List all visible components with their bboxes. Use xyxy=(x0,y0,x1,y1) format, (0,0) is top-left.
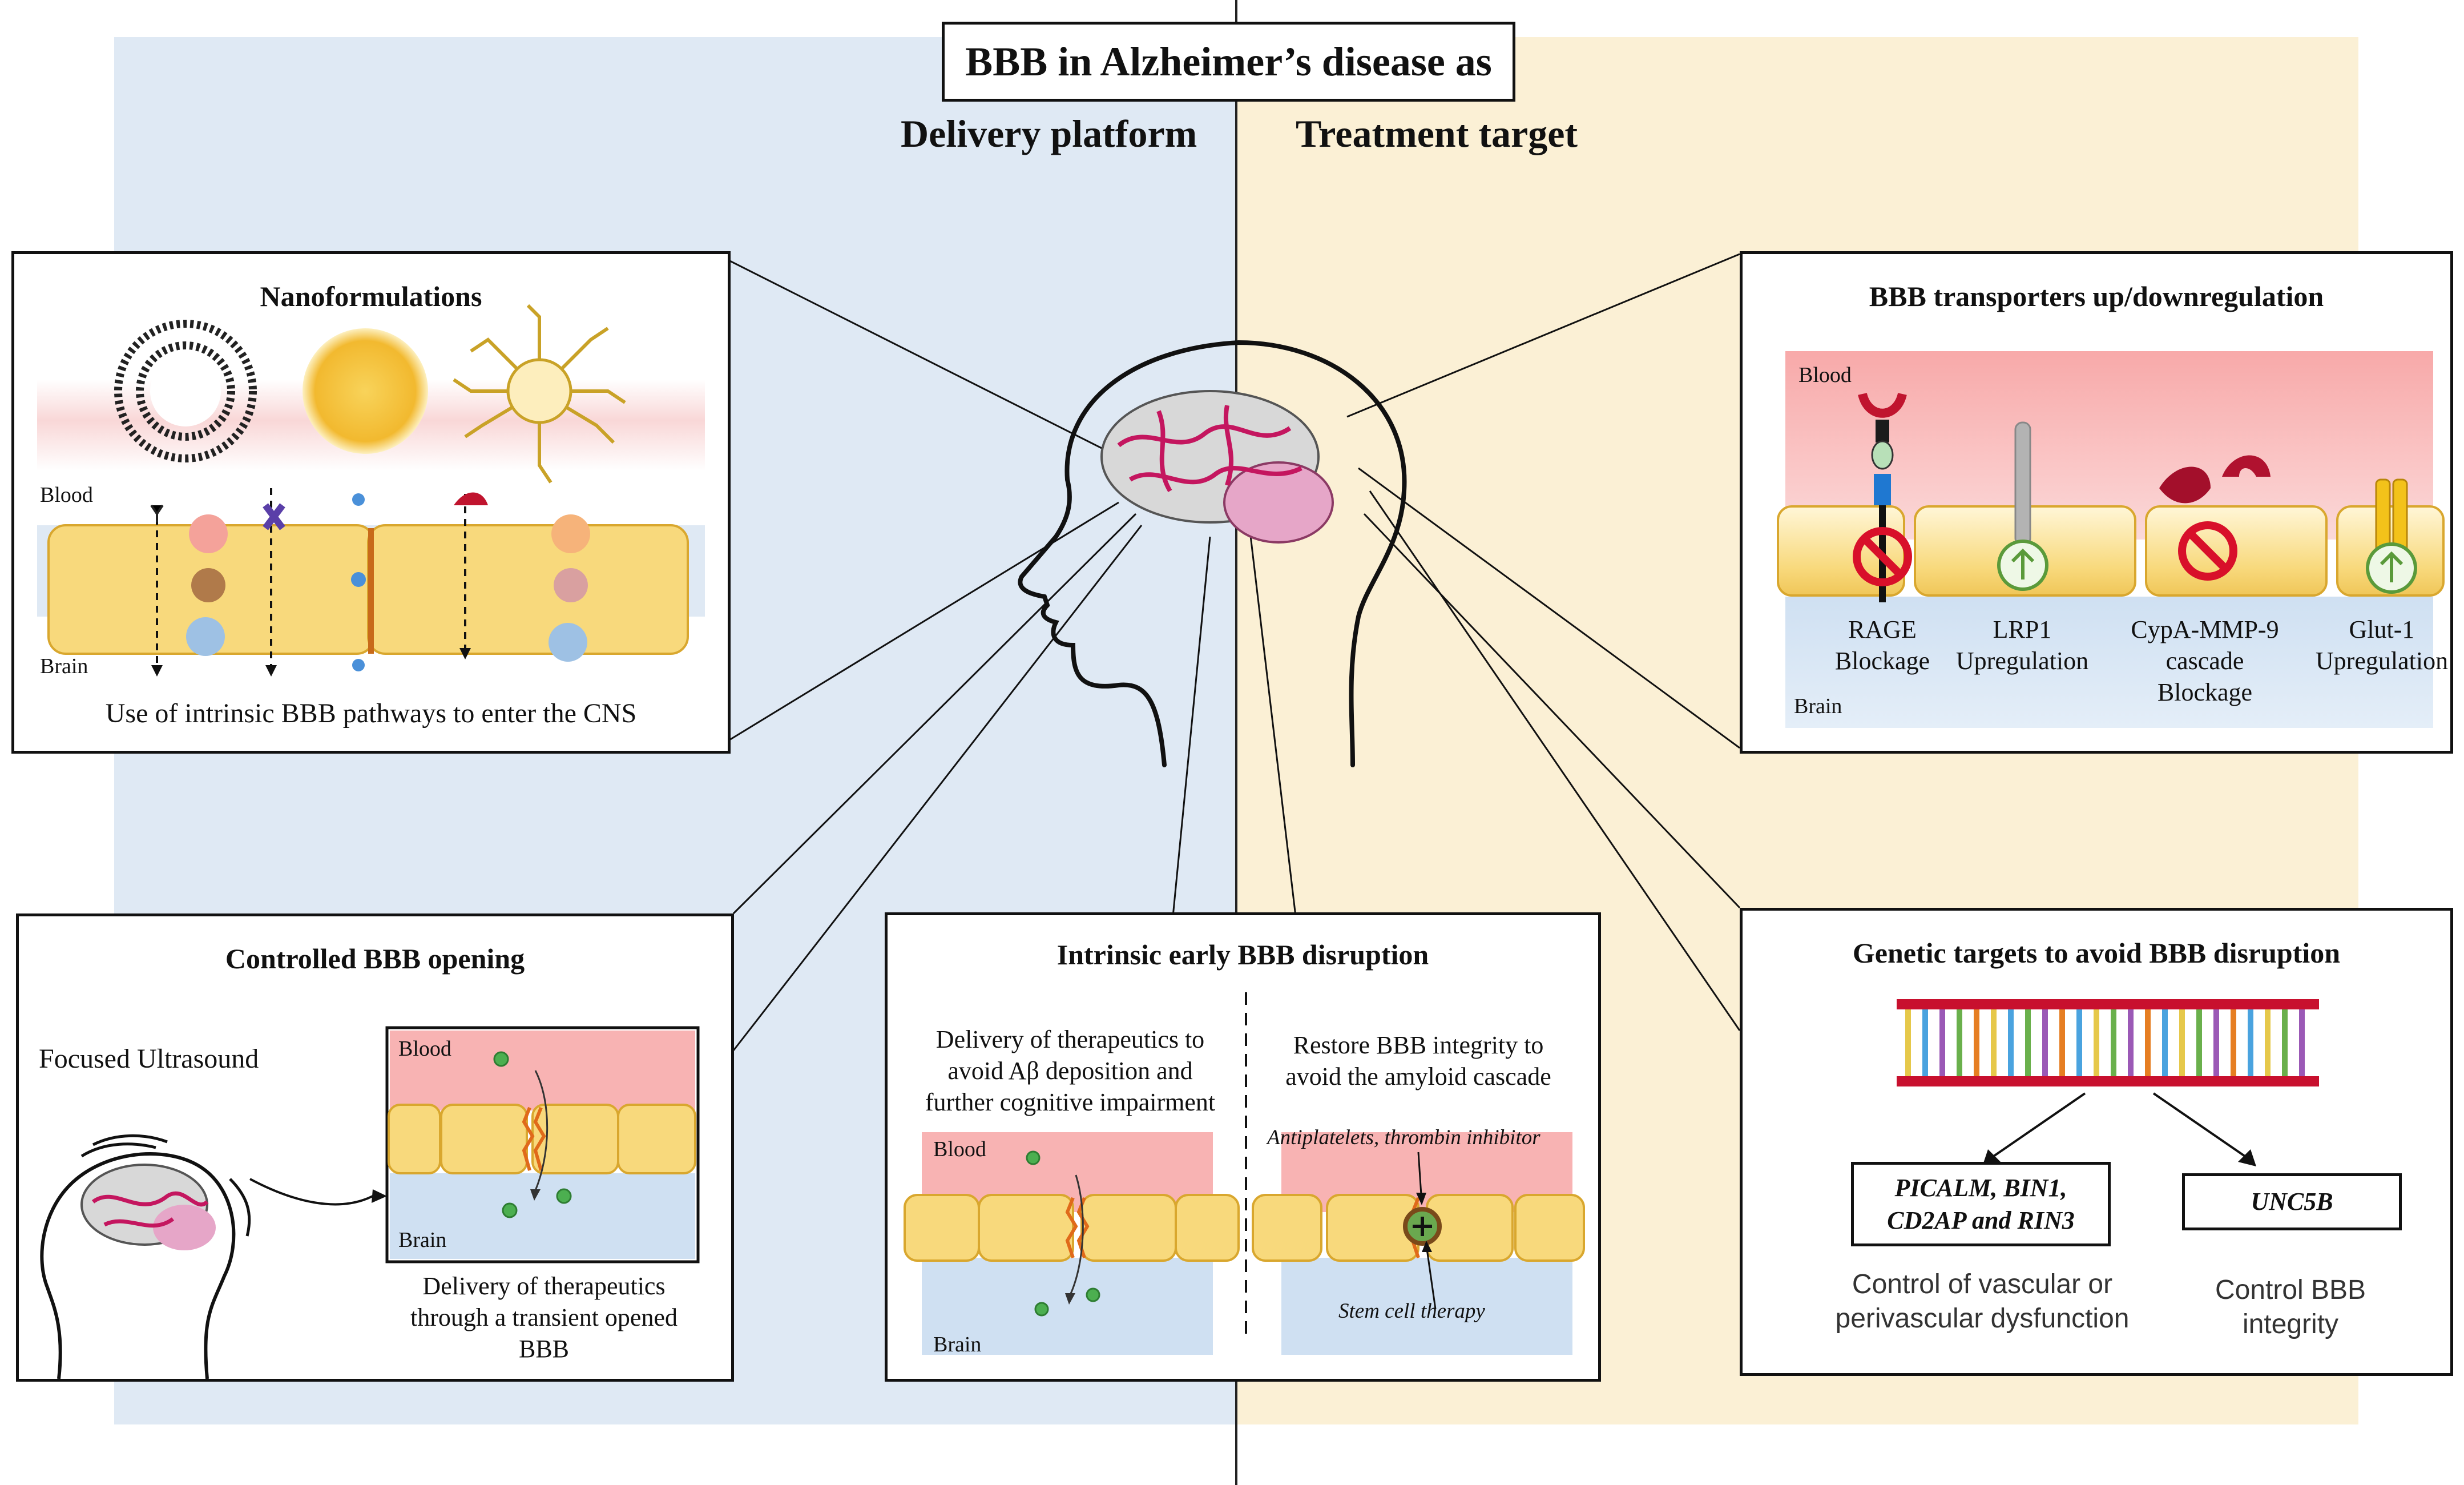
block-icon xyxy=(1853,527,1912,586)
intrinsic-disruption-panel: Intrinsic early BBB disruption Delivery … xyxy=(885,912,1601,1382)
effect-right-text: Control BBB integrity xyxy=(2215,1275,2366,1339)
rage-label: RAGE Blockage xyxy=(1834,615,1930,675)
dna-illustration xyxy=(1897,999,2319,1166)
treatment-target-heading: Treatment target xyxy=(1296,112,1578,155)
head-silhouette xyxy=(1018,340,1407,767)
disruption-brain-label: Brain xyxy=(933,1333,982,1357)
intrinsic-disruption-title: Intrinsic early BBB disruption xyxy=(1056,939,1429,971)
disruption-left-text: Delivery of therapeutics to avoid Aβ dep… xyxy=(925,1025,1216,1116)
opening-blood-label: Blood xyxy=(398,1037,451,1061)
genes-right-box: UNC5B xyxy=(2182,1173,2402,1230)
transporters-brain-zone xyxy=(1785,597,2433,728)
genetic-targets-panel: Genetic targets to avoid BBB disruption xyxy=(1740,908,2453,1376)
opening-brain-label: Brain xyxy=(398,1228,447,1252)
nano-blood-label: Blood xyxy=(40,483,93,507)
lrp1-label: LRP1 Upregulation xyxy=(1955,615,2089,675)
nanoformulations-panel: Nanoformulations xyxy=(11,251,731,754)
controlled-opening-title: Controlled BBB opening xyxy=(225,943,525,975)
focused-ultrasound-label: Focused Ultrasound xyxy=(39,1044,259,1074)
transporters-title: BBB transporters up/downregulation xyxy=(1869,280,2324,312)
transporters-blood-label: Blood xyxy=(1798,363,1852,387)
transporters-brain-label: Brain xyxy=(1794,694,1842,718)
genes-left-line2: CD2AP and RIN3 xyxy=(1887,1206,2075,1234)
disruption-blood-label: Blood xyxy=(933,1137,986,1161)
ultrasound-illustration xyxy=(40,1026,700,1379)
transporters-panel: BBB transporters up/downregulation xyxy=(1740,251,2453,754)
controlled-opening-panel: Controlled BBB opening Focused Ultrasoun… xyxy=(16,913,734,1382)
delivery-platform-heading: Delivery platform xyxy=(901,112,1197,155)
transporter-icons xyxy=(1853,392,2417,602)
main-title: BBB in Alzheimer’s disease as xyxy=(942,22,1515,102)
nano-brain-label: Brain xyxy=(40,654,88,678)
dendrimer-icon xyxy=(453,304,626,484)
genes-left-box: PICALM, BIN1, CD2AP and RIN3 xyxy=(1851,1162,2111,1246)
nanoformulations-title: Nanoformulations xyxy=(260,280,482,312)
opening-caption: Delivery of therapeutics through a trans… xyxy=(410,1272,678,1363)
effect-left-text: Control of vascular or perivascular dysf… xyxy=(1835,1269,2130,1334)
genes-left-line1: PICALM, BIN1, xyxy=(1894,1173,2067,1202)
genetic-targets-title: Genetic targets to avoid BBB disruption xyxy=(1852,937,2341,969)
glut1-label: Glut-1 Upregulation xyxy=(2315,615,2449,675)
genes-right-label: UNC5B xyxy=(2251,1188,2333,1216)
solid-nanoparticle-icon xyxy=(303,328,428,454)
stem-cell-label: Stem cell therapy xyxy=(1338,1299,1485,1323)
nanoformulations-illustration xyxy=(37,304,705,677)
block-icon xyxy=(2178,521,2237,581)
center-divider xyxy=(1235,0,1237,1485)
disruption-right-text: Restore BBB integrity to avoid the amylo… xyxy=(1285,1031,1551,1090)
nano-caption: Use of intrinsic BBB pathways to enter t… xyxy=(105,698,637,729)
upregulation-icon xyxy=(1997,540,2048,591)
disruption-illustration xyxy=(904,992,1585,1355)
upregulation-icon xyxy=(2366,542,2417,594)
brain-icon xyxy=(1100,390,1334,544)
cypa-mmp9-label: CypA-MMP-9 cascade Blockage xyxy=(2131,615,2279,706)
antiplatelets-label: Antiplatelets, thrombin inhibitor xyxy=(1267,1126,1540,1149)
liposome-icon xyxy=(114,320,257,462)
